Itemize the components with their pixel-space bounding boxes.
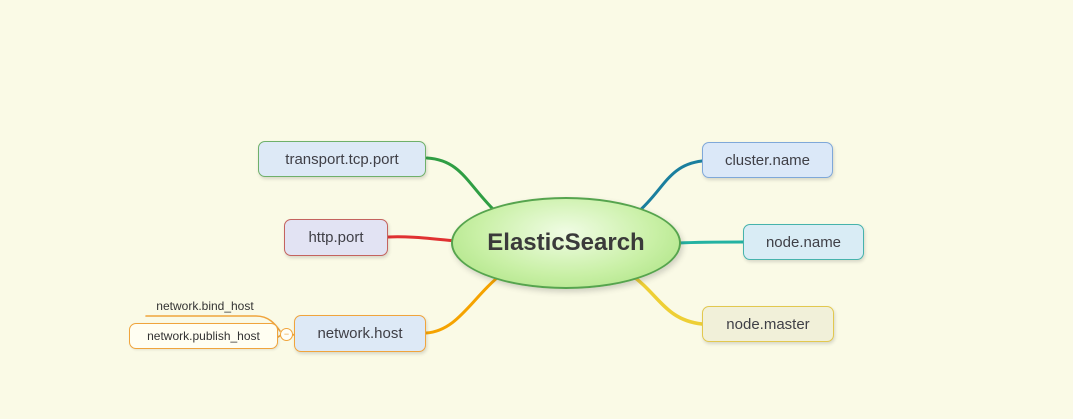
branch-line-http	[386, 235, 459, 243]
topic-transport-tcp-port[interactable]: transport.tcp.port	[258, 141, 426, 177]
subtopic-network-bind-host[interactable]: network.bind_host	[140, 299, 270, 317]
branch-line-transport	[425, 156, 500, 216]
topic-network-host[interactable]: network.host	[294, 315, 426, 352]
branch-line-network	[424, 271, 505, 335]
topic-http-port[interactable]: http.port	[284, 219, 388, 256]
topic-label: node.master	[726, 315, 810, 333]
collapse-minus-icon: −	[283, 329, 290, 339]
branch-line-nodemaster	[628, 272, 704, 326]
branch-line-nodename	[676, 240, 745, 245]
topic-label: network.host	[317, 325, 403, 342]
topic-node-name[interactable]: node.name	[743, 224, 864, 260]
topic-node-master[interactable]: node.master	[702, 306, 834, 342]
topic-label: http.port	[308, 229, 364, 246]
topic-label: node.name	[765, 233, 842, 251]
subtopic-network-publish-host[interactable]: network.publish_host	[129, 323, 278, 349]
subtopic-label: network.bind_host	[156, 299, 254, 313]
topic-label: cluster.name	[724, 151, 811, 169]
collapse-toggle-network-host[interactable]: −	[280, 328, 293, 341]
central-topic-label: ElasticSearch	[487, 229, 645, 256]
central-topic-elasticsearch[interactable]: ElasticSearch	[451, 197, 681, 289]
subtopic-label: network.publish_host	[147, 329, 260, 343]
branch-line-cluster	[635, 159, 704, 215]
topic-label: transport.tcp.port	[285, 150, 399, 168]
topic-cluster-name[interactable]: cluster.name	[702, 142, 833, 178]
